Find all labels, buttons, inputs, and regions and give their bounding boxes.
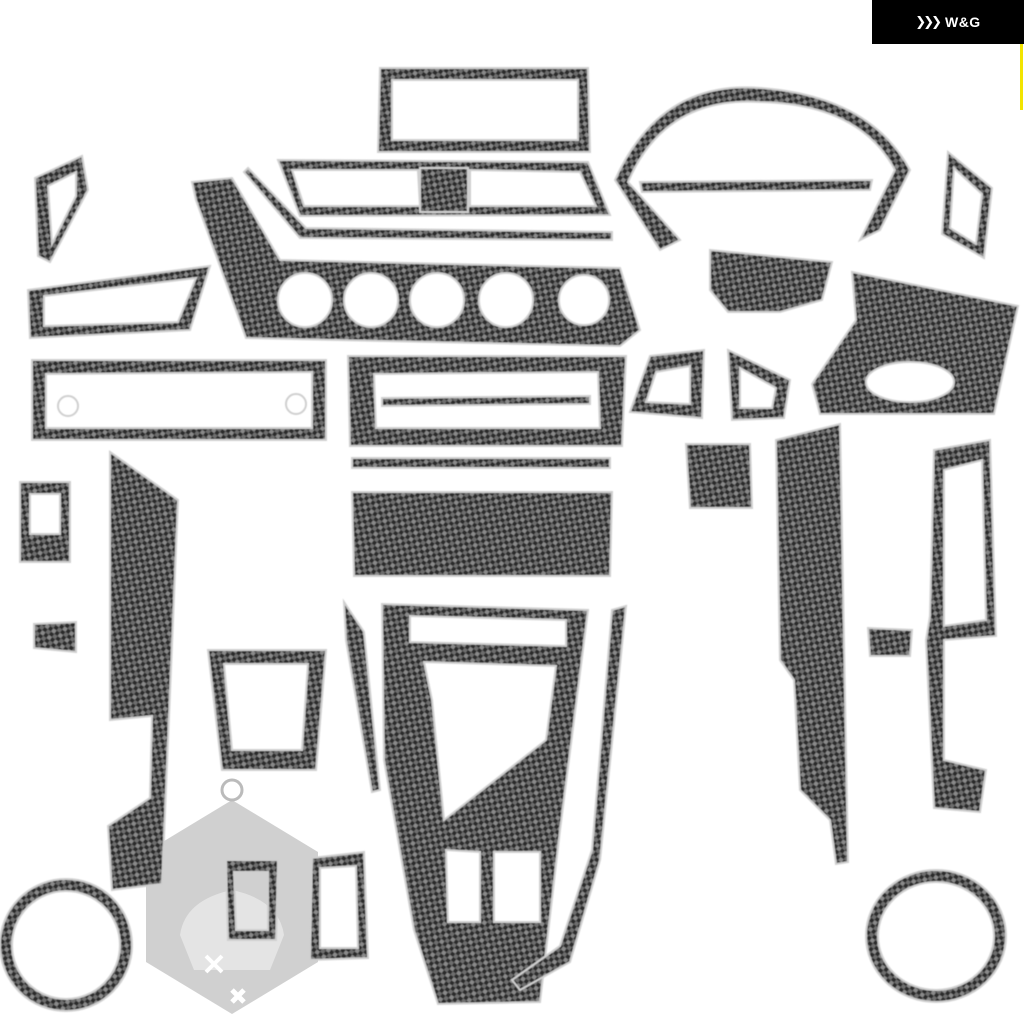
trim-piece-button-cover-right: [726, 348, 792, 422]
trim-piece-left-vent-long: [26, 264, 212, 340]
radio-knob-right: [285, 393, 307, 415]
trim-piece-small-plate: [684, 443, 754, 509]
trim-piece-arch-bar: [638, 178, 874, 194]
trim-piece-center-vent-knob: [419, 167, 469, 213]
trim-piece-small-cap-right: [308, 850, 370, 962]
trim-piece-small-tab-right: [866, 626, 914, 657]
trim-piece-radio-frame-left: [31, 359, 327, 441]
trim-piece-ring-left: [0, 878, 134, 1012]
yellow-accent-line: [1020, 44, 1023, 110]
trim-piece-button-cover-left: [628, 348, 706, 420]
trim-piece-right-door-strip: [774, 422, 850, 866]
trim-piece-top-bezel: [376, 67, 592, 153]
trim-piece-radio-frame-center: [346, 355, 628, 447]
trim-piece-thin-strip-2: [351, 457, 611, 469]
radio-knob-left: [57, 395, 79, 417]
trim-piece-left-door-strip: [106, 450, 180, 892]
dash-hole-5: [558, 274, 610, 326]
trim-piece-small-square-left: [19, 481, 71, 563]
trim-piece-thin-strip-1: [242, 166, 613, 242]
trim-piece-shifter-frame: [206, 649, 328, 771]
dash-hole-4: [478, 272, 534, 328]
trim-piece-switch-cover: [709, 248, 834, 313]
dash-hole-2: [343, 272, 399, 328]
dash-hole-3: [409, 272, 465, 328]
trim-piece-ring-right: [864, 869, 1008, 1003]
trim-piece-center-plate: [350, 491, 614, 577]
brand-badge: ❯❯❯ W&G: [872, 0, 1024, 44]
trim-piece-small-tab-left: [33, 620, 77, 654]
trim-piece-console-side-right: [510, 604, 628, 992]
trim-piece-vent-left: [33, 154, 90, 264]
trim-piece-instrument-arch: [613, 86, 912, 252]
trim-piece-window-switch-panel: [924, 438, 998, 814]
trim-piece-radio-bar: [381, 394, 591, 408]
wave-chevrons-logo-icon: ❯❯❯: [915, 14, 942, 30]
right-door-handle-hole: [865, 361, 955, 403]
trim-piece-small-cap-left: [224, 859, 280, 941]
trim-piece-right-door-panel: [810, 270, 1020, 415]
trim-piece-center-console: [380, 602, 590, 1006]
dash-hole-1: [277, 272, 333, 328]
trim-piece-vent-right: [940, 150, 994, 260]
brand-name: W&G: [944, 14, 981, 30]
trim-piece-console-side-left: [342, 598, 382, 794]
